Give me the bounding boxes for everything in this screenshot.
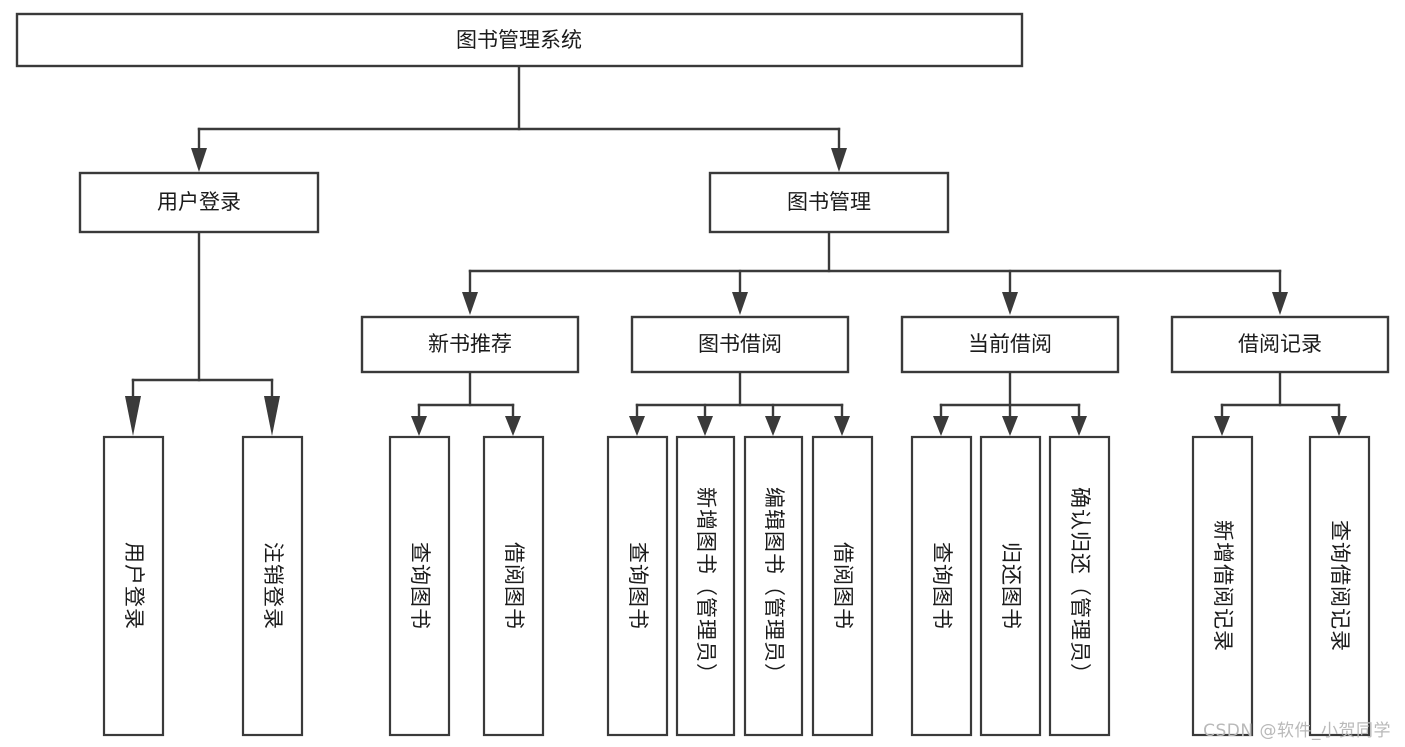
leaf-bookborrow-borrow[interactable] xyxy=(811,435,874,737)
node-current-borrow-box xyxy=(900,315,1120,374)
node-book-management-label: 图书管理 xyxy=(787,190,871,214)
leaf-user-login-login-label: 用户登录 xyxy=(122,542,146,630)
leaf-bookborrow-add-label: 新增图书（管理员） xyxy=(694,487,718,685)
leaf-borrowrecord-query[interactable] xyxy=(1308,435,1371,737)
leaf-user-login-logout-label: 注销登录 xyxy=(261,542,285,630)
leaf-bookborrow-query[interactable] xyxy=(606,435,669,737)
leaf-currentborrow-query-label: 查询图书 xyxy=(930,542,954,630)
leaf-bookborrow-query-label: 查询图书 xyxy=(626,542,650,630)
node-root-book-management-system[interactable]: 图书管理系统 xyxy=(15,12,1024,68)
node-user-login-label: 用户登录 xyxy=(157,190,241,214)
connector-borrowrecord-to-leaves xyxy=(1214,370,1347,436)
node-book-management-box xyxy=(708,171,950,234)
leaf-borrowrecord-query-box xyxy=(1308,435,1371,737)
leaf-currentborrow-return-label: 归还图书 xyxy=(999,542,1023,630)
node-borrow-record[interactable]: 借阅记录 xyxy=(1170,315,1390,374)
node-borrow-record-label: 借阅记录 xyxy=(1238,332,1322,356)
leaf-newbook-query[interactable] xyxy=(388,435,451,737)
leaf-bookborrow-edit[interactable] xyxy=(743,435,804,737)
node-book-borrow[interactable]: 图书借阅 xyxy=(630,315,850,374)
connector-newbook-to-leaves xyxy=(411,370,521,436)
leaf-user-login-login[interactable] xyxy=(102,435,165,737)
leaf-borrowrecord-add-box xyxy=(1191,435,1254,737)
leaf-bookborrow-edit-label: 编辑图书（管理员） xyxy=(762,487,786,685)
leaf-bookborrow-borrow-box xyxy=(811,435,874,737)
leaf-labels: 用户登录 注销登录 查询图书 借阅图书 查询图书 新增图书（管理员） 编辑图书（… xyxy=(122,487,1352,685)
leaf-currentborrow-query-box xyxy=(910,435,973,737)
leaf-currentborrow-return[interactable] xyxy=(979,435,1042,737)
leaf-currentborrow-return-box xyxy=(979,435,1042,737)
connector-bookborrow-to-leaves xyxy=(629,370,850,436)
node-book-borrow-box xyxy=(630,315,850,374)
node-book-management[interactable]: 图书管理 xyxy=(708,171,950,234)
node-root-label: 图书管理系统 xyxy=(456,28,582,52)
leaf-currentborrow-confirm-box xyxy=(1048,435,1111,737)
node-user-login[interactable]: 用户登录 xyxy=(78,171,320,234)
connector-currentborrow-to-leaves xyxy=(933,370,1087,436)
node-user-login-box xyxy=(78,171,320,234)
leaf-bookborrow-borrow-label: 借阅图书 xyxy=(831,542,855,630)
leaf-bookborrow-edit-box xyxy=(743,435,804,737)
leaf-bookborrow-query-box xyxy=(606,435,669,737)
leaf-newbook-borrow-label: 借阅图书 xyxy=(502,542,526,630)
connector-root-to-level1 xyxy=(191,64,847,172)
node-current-borrow[interactable]: 当前借阅 xyxy=(900,315,1120,374)
leaf-user-login-login-box xyxy=(102,435,165,737)
leaf-borrowrecord-query-label: 查询借阅记录 xyxy=(1328,520,1352,652)
leaf-user-login-logout[interactable] xyxy=(241,435,304,737)
node-root-box xyxy=(15,12,1024,68)
leaf-bookborrow-add[interactable] xyxy=(675,435,736,737)
leaf-currentborrow-confirm[interactable] xyxy=(1048,435,1111,737)
leaf-borrowrecord-add-label: 新增借阅记录 xyxy=(1211,520,1235,652)
node-current-borrow-label: 当前借阅 xyxy=(968,332,1052,356)
leaf-newbook-query-label: 查询图书 xyxy=(408,542,432,630)
leaf-borrowrecord-add[interactable] xyxy=(1191,435,1254,737)
leaf-newbook-query-box xyxy=(388,435,451,737)
node-new-book-recommend-label: 新书推荐 xyxy=(428,332,512,356)
node-new-book-recommend-box xyxy=(360,315,580,374)
node-book-borrow-label: 图书借阅 xyxy=(698,332,782,356)
node-borrow-record-box xyxy=(1170,315,1390,374)
connector-bookmgmt-to-level2 xyxy=(462,230,1288,315)
leaf-newbook-borrow[interactable] xyxy=(482,435,545,737)
leaf-bookborrow-add-box xyxy=(675,435,736,737)
leaf-newbook-borrow-box xyxy=(482,435,545,737)
connector-userlogin-to-leaves xyxy=(125,230,280,436)
node-new-book-recommend[interactable]: 新书推荐 xyxy=(360,315,580,374)
leaf-currentborrow-confirm-label: 确认归还（管理员） xyxy=(1068,487,1092,685)
leaf-currentborrow-query[interactable] xyxy=(910,435,973,737)
leaf-user-login-logout-box xyxy=(241,435,304,737)
